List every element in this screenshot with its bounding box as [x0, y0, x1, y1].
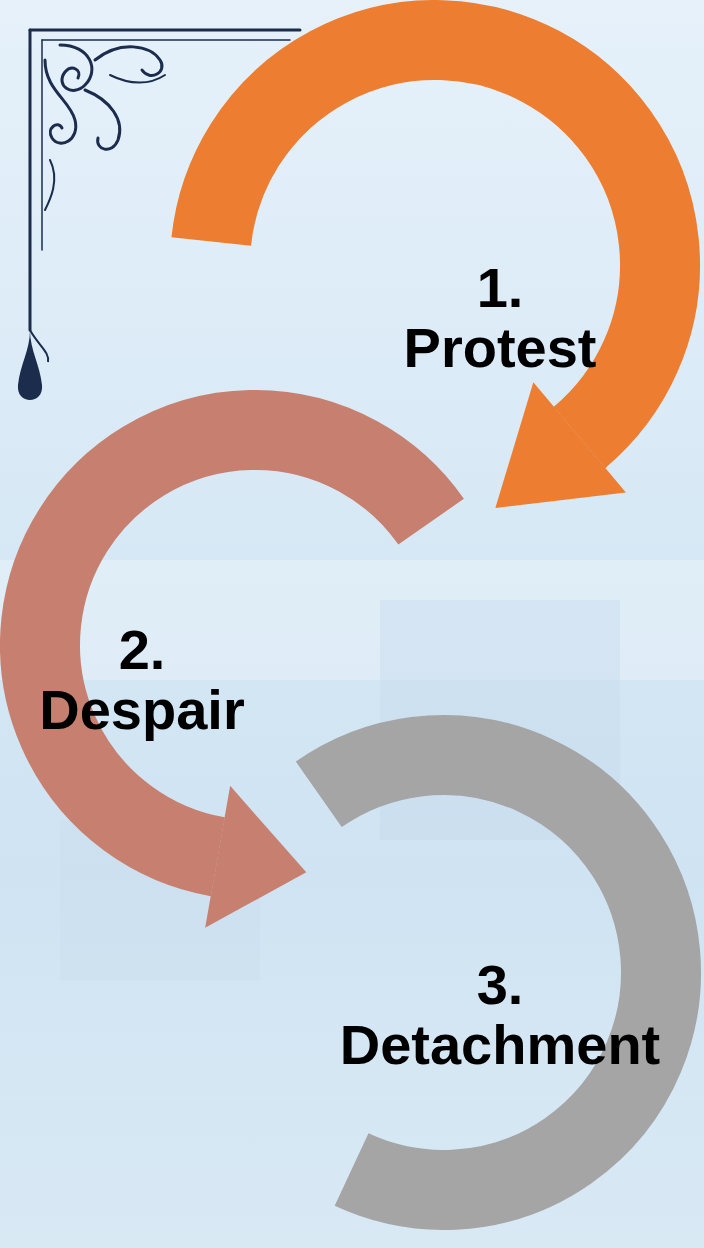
arrow-head: [205, 786, 306, 928]
ring-arc: [186, 715, 701, 1230]
stage-label: 3. Detachment: [340, 955, 661, 1076]
stage-label: 2. Despair: [39, 620, 244, 741]
stage-label: 1. Protest: [404, 258, 597, 379]
ring-band: [211, 40, 660, 437]
ring-band: [319, 755, 661, 1190]
cycle-arrow: [205, 786, 306, 928]
cycle-ring: 2. Despair: [0, 390, 510, 900]
cycle-ring: 3. Detachment: [186, 715, 701, 1230]
ring-arc: [0, 390, 510, 900]
